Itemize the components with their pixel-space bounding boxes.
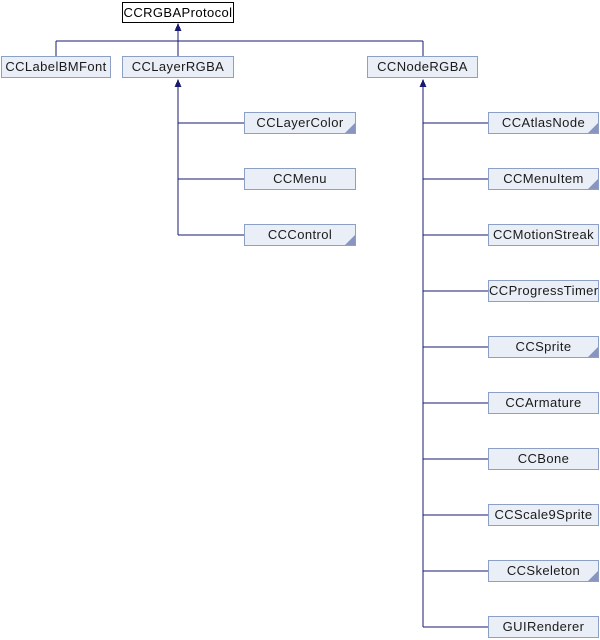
class-node-CCLabelBMFont[interactable]: CCLabelBMFont <box>1 56 111 78</box>
class-node-GUIRenderer[interactable]: GUIRenderer <box>488 616 599 638</box>
class-node-CCBone[interactable]: CCBone <box>488 448 599 470</box>
class-node-label: CCLabelBMFont <box>5 59 107 74</box>
class-node-label: CCMotionStreak <box>493 227 594 242</box>
truncated-corner-icon <box>345 123 355 133</box>
class-node-CCMenu[interactable]: CCMenu <box>244 168 356 190</box>
class-node-CCScale9Sprite[interactable]: CCScale9Sprite <box>488 504 599 526</box>
class-node-CCMotionStreak[interactable]: CCMotionStreak <box>488 224 599 246</box>
class-node-label: CCAtlasNode <box>501 115 586 130</box>
class-node-CCNodeRGBA[interactable]: CCNodeRGBA <box>367 56 478 78</box>
class-node-CCAtlasNode[interactable]: CCAtlasNode <box>488 112 599 134</box>
class-node-CCRGBAProtocol[interactable]: CCRGBAProtocol <box>122 2 234 23</box>
class-node-label: CCBone <box>517 451 570 466</box>
truncated-corner-icon <box>345 235 355 245</box>
class-node-CCSprite[interactable]: CCSprite <box>488 336 599 358</box>
class-node-label: CCRGBAProtocol <box>123 5 233 20</box>
class-node-label: CCControl <box>267 227 333 242</box>
class-node-label: CCSprite <box>515 339 572 354</box>
class-node-label: CCLayerColor <box>256 115 344 130</box>
class-node-CCMenuItem[interactable]: CCMenuItem <box>488 168 599 190</box>
class-node-CCArmature[interactable]: CCArmature <box>488 392 599 414</box>
class-node-CCLayerColor[interactable]: CCLayerColor <box>244 112 356 134</box>
class-node-label: CCScale9Sprite <box>494 507 593 522</box>
truncated-corner-icon <box>588 347 598 357</box>
class-node-CCLayerRGBA[interactable]: CCLayerRGBA <box>122 56 234 78</box>
class-node-label: CCArmature <box>505 395 582 410</box>
class-node-label: GUIRenderer <box>502 619 585 634</box>
truncated-corner-icon <box>588 123 598 133</box>
class-node-label: CCMenu <box>273 171 327 186</box>
truncated-corner-icon <box>588 571 598 581</box>
class-node-label: CCSkeleton <box>506 563 581 578</box>
class-node-CCControl[interactable]: CCControl <box>244 224 356 246</box>
class-node-label: CCNodeRGBA <box>377 59 468 74</box>
truncated-corner-icon <box>588 179 598 189</box>
class-node-label: CCProgressTimer <box>489 283 599 298</box>
class-node-label: CCMenuItem <box>503 171 584 186</box>
class-node-CCSkeleton[interactable]: CCSkeleton <box>488 560 599 582</box>
class-node-CCProgressTimer[interactable]: CCProgressTimer <box>488 280 599 302</box>
class-node-label: CCLayerRGBA <box>131 59 225 74</box>
